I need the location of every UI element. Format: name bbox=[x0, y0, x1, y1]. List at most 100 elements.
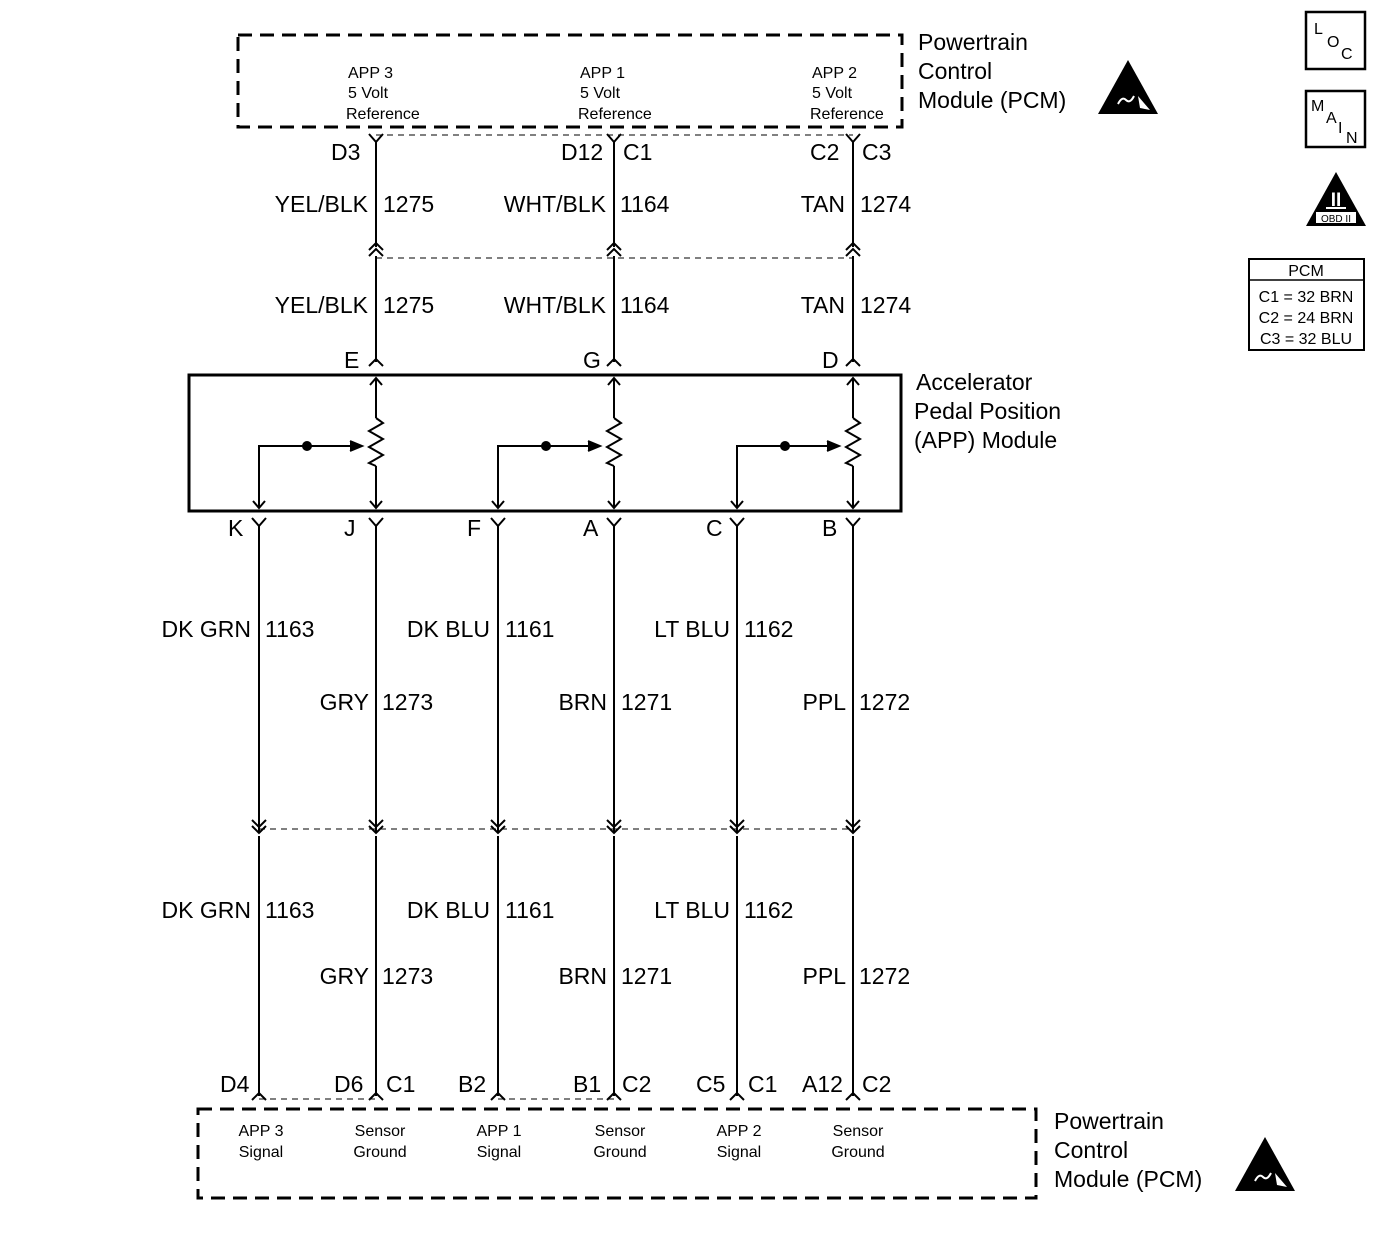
wire-c bbox=[729, 517, 745, 1101]
wire-color-tan: TAN bbox=[801, 191, 845, 217]
circuit-1161: 1161 bbox=[505, 897, 554, 923]
pcm-bottom-app1-line1: APP 1 bbox=[476, 1123, 521, 1140]
pcm-table-header: PCM bbox=[1288, 263, 1324, 280]
loc-icon-c: C bbox=[1341, 46, 1353, 63]
wire-color-lt-blu: LT BLU bbox=[654, 616, 730, 642]
connector-c3: C3 bbox=[862, 139, 891, 165]
pcm-bottom-gnd2-line1: Sensor bbox=[595, 1123, 646, 1140]
pcm-top-title-line1: Powertrain bbox=[918, 29, 1028, 55]
wire-color-gry: GRY bbox=[320, 689, 369, 715]
pcm-top-app1-label: APP 1 5 Volt Reference bbox=[578, 65, 652, 123]
main-icon[interactable]: M A I N bbox=[1304, 89, 1367, 149]
obd-ii-label: OBD II bbox=[1321, 214, 1351, 225]
wire-a bbox=[606, 517, 622, 1101]
pcm-bottom-app1-line2: Signal bbox=[477, 1144, 521, 1161]
wire-color-yel-blk: YEL/BLK bbox=[275, 191, 369, 217]
top-wires bbox=[368, 133, 861, 367]
circuit-1273: 1273 bbox=[382, 689, 433, 715]
pcm-bottom-title: Powertrain Control Module (PCM) bbox=[1054, 1108, 1202, 1192]
bottom-pin-labels: D4 D6 C1 B2 B1 C2 C5 C1 A12 C2 bbox=[220, 1071, 891, 1097]
connector-c2: C2 bbox=[622, 1071, 651, 1097]
pin-a12: A12 bbox=[802, 1071, 843, 1097]
pcm-bottom-labels: APP 3 Signal Sensor Ground APP 1 Signal … bbox=[238, 1123, 884, 1161]
pcm-bottom-gnd1-line1: Sensor bbox=[355, 1123, 406, 1140]
pcm-bottom-title-line1: Powertrain bbox=[1054, 1108, 1164, 1134]
pin-c2: C2 bbox=[810, 139, 839, 165]
app-module-box bbox=[187, 373, 903, 513]
wire-color-brn: BRN bbox=[558, 963, 607, 989]
pcm-top-app1-line1: APP 1 bbox=[580, 65, 625, 82]
wire-color-yel-blk: YEL/BLK bbox=[275, 292, 369, 318]
pcm-top-app1-line2: 5 Volt bbox=[580, 85, 621, 102]
pin-j: J bbox=[344, 515, 356, 541]
potentiometer-app2 bbox=[730, 376, 863, 510]
pcm-top-app2-label: APP 2 5 Volt Reference bbox=[810, 65, 884, 123]
pcm-connector-table: PCM C1 = 32 BRN C2 = 24 BRN C3 = 32 BLU bbox=[1248, 258, 1365, 351]
pcm-bottom-gnd3-line1: Sensor bbox=[833, 1123, 884, 1140]
wire-color-gry: GRY bbox=[320, 963, 369, 989]
circuit-1271: 1271 bbox=[621, 689, 672, 715]
pcm-top-box bbox=[236, 33, 904, 129]
pcm-bottom-box bbox=[196, 1107, 1038, 1200]
pcm-bottom-app3-line2: Signal bbox=[239, 1144, 283, 1161]
pin-c: C bbox=[706, 515, 723, 541]
app-module-title-line3: (APP) Module bbox=[914, 427, 1057, 453]
esd-warning-icon bbox=[1235, 1137, 1295, 1191]
pcm-bottom-gnd3-line2: Ground bbox=[831, 1144, 884, 1161]
main-icon-m: M bbox=[1311, 98, 1324, 115]
pcm-top-app3-line1: APP 3 bbox=[348, 65, 393, 82]
wire-color-lt-blu: LT BLU bbox=[654, 897, 730, 923]
main-icon-i: I bbox=[1338, 120, 1342, 137]
obd-ii-icon[interactable]: II OBD II bbox=[1306, 172, 1366, 226]
loc-icon-o: O bbox=[1327, 34, 1339, 51]
pcm-table-row: C1 = 32 BRN bbox=[1259, 289, 1354, 306]
pcm-table-row: C3 = 32 BLU bbox=[1260, 331, 1352, 348]
pin-k: K bbox=[228, 515, 244, 541]
app-module-title-line1: Accelerator bbox=[916, 369, 1033, 395]
wire-color-wht-blk: WHT/BLK bbox=[504, 292, 607, 318]
main-icon-a: A bbox=[1326, 110, 1337, 127]
circuit-1271: 1271 bbox=[621, 963, 672, 989]
pcm-bottom-app2-line1: APP 2 bbox=[716, 1123, 761, 1140]
bottom-wires bbox=[251, 517, 861, 1101]
wire-f bbox=[490, 517, 506, 1101]
pcm-top-app2-line3: Reference bbox=[810, 106, 884, 123]
pcm-top-app3-line3: Reference bbox=[346, 106, 420, 123]
app-module-bottom-pins: K J F A C B bbox=[228, 515, 837, 541]
pcm-top-app2-line2: 5 Volt bbox=[812, 85, 853, 102]
loc-icon-l: L bbox=[1314, 21, 1323, 38]
pin-d12: D12 bbox=[561, 139, 603, 165]
circuit-1274: 1274 bbox=[860, 191, 911, 217]
circuit-1164: 1164 bbox=[620, 191, 670, 217]
circuit-1163: 1163 bbox=[265, 616, 314, 642]
circuit-1275: 1275 bbox=[383, 292, 434, 318]
loc-icon[interactable]: L O C bbox=[1304, 10, 1367, 71]
wire-color-dk-blu: DK BLU bbox=[407, 897, 490, 923]
pin-d4: D4 bbox=[220, 1071, 250, 1097]
circuit-1162: 1162 bbox=[744, 616, 793, 642]
circuit-1272: 1272 bbox=[859, 963, 910, 989]
pin-d: D bbox=[822, 347, 839, 373]
connector-c2: C2 bbox=[862, 1071, 891, 1097]
obd-ii-numeral: II bbox=[1331, 190, 1342, 211]
top-wire-labels: YEL/BLK 1275 WHT/BLK 1164 TAN 1274 YEL/B… bbox=[275, 191, 912, 318]
circuit-1273: 1273 bbox=[382, 963, 433, 989]
wire-color-brn: BRN bbox=[558, 689, 607, 715]
circuit-1162: 1162 bbox=[744, 897, 793, 923]
pcm-top-app3-line2: 5 Volt bbox=[348, 85, 389, 102]
app-module-top-pins: E G D bbox=[344, 347, 839, 373]
pcm-bottom-gnd1-line2: Ground bbox=[353, 1144, 406, 1161]
wire-color-dk-grn: DK GRN bbox=[162, 897, 251, 923]
wire-color-dk-grn: DK GRN bbox=[162, 616, 251, 642]
potentiometer-app1 bbox=[491, 376, 624, 510]
wire-color-ppl: PPL bbox=[803, 963, 847, 989]
pin-a: A bbox=[583, 515, 599, 541]
circuit-1272: 1272 bbox=[859, 689, 910, 715]
circuit-1274: 1274 bbox=[860, 292, 911, 318]
pcm-top-title: Powertrain Control Module (PCM) bbox=[918, 29, 1066, 113]
pcm-bottom-title-line2: Control bbox=[1054, 1137, 1128, 1163]
esd-warning-icon bbox=[1098, 60, 1158, 114]
top-pin-labels: D3 D12 C1 C2 C3 bbox=[331, 139, 891, 165]
pcm-top-app2-line1: APP 2 bbox=[812, 65, 857, 82]
